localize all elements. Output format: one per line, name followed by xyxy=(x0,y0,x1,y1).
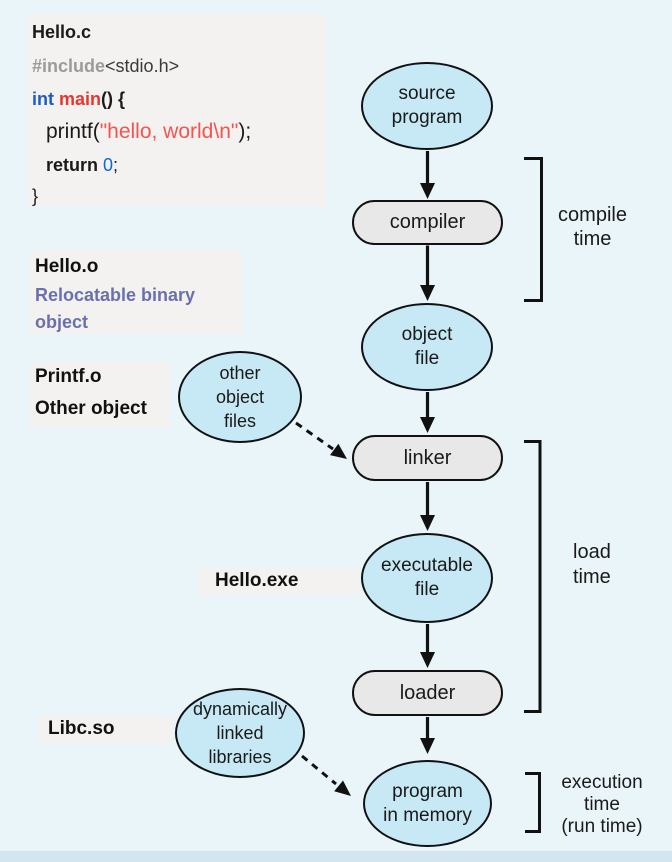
node-dynamically-linked-libraries: dynamically linked libraries xyxy=(175,688,305,778)
bracket-execution-time xyxy=(525,772,541,833)
hello-o-label: Hello.o xyxy=(35,256,99,277)
arrowhead-source-to-compiler xyxy=(420,183,435,199)
arrowhead-compiler-to-object xyxy=(420,285,435,301)
hello-o-panel: Hello.o Relocatable binary object xyxy=(30,250,242,334)
code-return-line: return 0; xyxy=(46,155,118,176)
bracket-load-time xyxy=(524,440,542,713)
node-other-object-files: other object files xyxy=(178,351,302,443)
other-object-label: Other object xyxy=(35,398,147,419)
hello-o-description: Relocatable binary object xyxy=(35,285,196,332)
printf-close-paren: ); xyxy=(238,120,252,143)
code-printf-line: printf("hello, world\n"); xyxy=(46,120,251,144)
node-compiler: compiler xyxy=(352,200,503,245)
arrowhead-linker-to-executable xyxy=(420,515,435,531)
printf-open-paren: ( xyxy=(92,120,100,143)
code-closing-brace: } xyxy=(32,186,39,206)
libc-so-panel: Libc.so xyxy=(38,716,173,743)
execution-time-label: execution time (run time) xyxy=(561,772,643,837)
bottom-edge-strip xyxy=(0,851,672,862)
main-identifier: main xyxy=(59,89,102,109)
printf-identifier: printf xyxy=(46,120,93,143)
node-program-in-memory: program in memory xyxy=(363,760,492,847)
code-include-line: #include<stdio.h> xyxy=(32,56,179,77)
hello-exe-panel: Hello.exe xyxy=(198,568,360,595)
node-executable-file: executable file xyxy=(361,533,493,623)
return-semicolon: ; xyxy=(113,155,119,175)
source-code-panel: Hello.c #include<stdio.h> int main() { p… xyxy=(28,14,326,206)
dashed-arrow-libraries-to-program xyxy=(301,754,337,786)
return-value: 0 xyxy=(103,155,114,175)
arrowhead-executable-to-loader xyxy=(420,652,435,668)
libc-so-label: Libc.so xyxy=(48,718,115,739)
node-loader: loader xyxy=(352,670,503,716)
arrowhead-libraries-to-program xyxy=(334,780,351,796)
dashed-arrow-other-objects-to-linker xyxy=(295,421,334,451)
node-source-program: source program xyxy=(361,62,493,150)
arrowhead-loader-to-program xyxy=(420,738,435,754)
code-main-line: int main() { xyxy=(32,89,125,110)
printf-string-literal: "hello, world\n" xyxy=(99,120,239,143)
node-linker: linker xyxy=(352,435,503,481)
printf-o-panel: Printf.o Other object xyxy=(30,362,170,428)
node-object-file: object file xyxy=(361,303,493,391)
arrowhead-other-objects-to-linker xyxy=(330,443,347,459)
code-filename: Hello.c xyxy=(32,22,92,42)
bracket-compile-time xyxy=(524,157,543,302)
hello-exe-label: Hello.exe xyxy=(215,570,299,591)
int-keyword: int xyxy=(32,89,59,109)
main-rest: () { xyxy=(101,89,126,109)
return-keyword: return xyxy=(46,155,104,175)
include-keyword: #include xyxy=(32,56,106,76)
compile-time-label: compile time xyxy=(558,204,627,250)
printf-o-label: Printf.o xyxy=(35,366,102,387)
include-header: <stdio.h> xyxy=(105,56,180,76)
arrowhead-object-to-linker xyxy=(420,417,435,433)
load-time-label: load time xyxy=(573,541,611,588)
